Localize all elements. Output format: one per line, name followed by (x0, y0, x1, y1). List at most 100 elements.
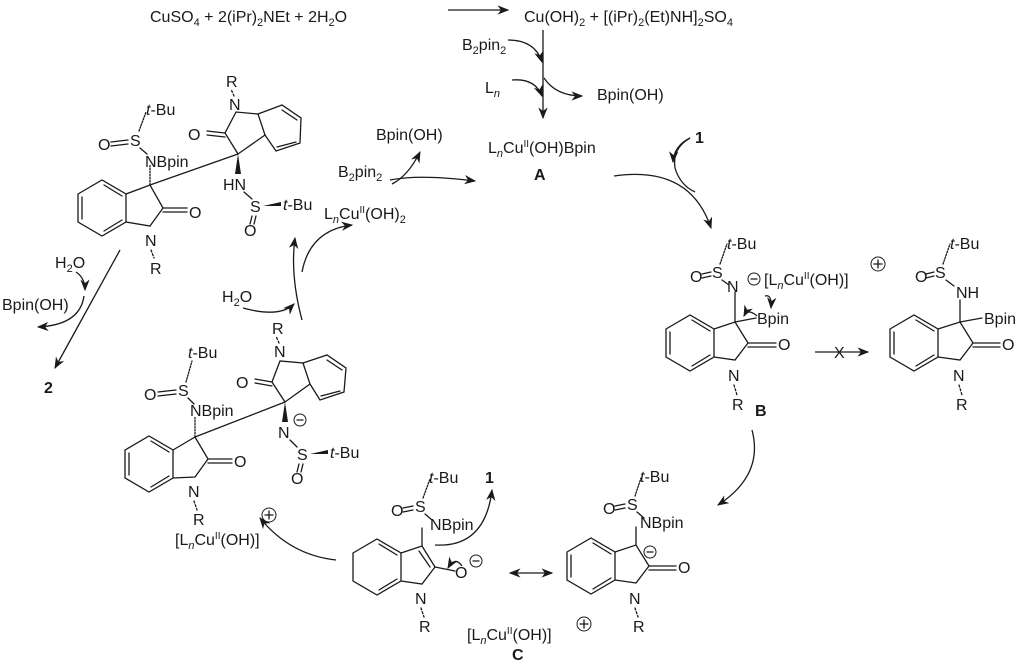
B-sulfur: S (712, 265, 723, 282)
blocked-sulfinyl-O: O (915, 269, 927, 286)
adduct-neutral-R1: R (150, 261, 162, 278)
species-A: LnCuII(OH)Bpin A (488, 139, 596, 184)
B-tBu: t-Bu (727, 236, 756, 253)
C-right-N-R: R (633, 619, 645, 636)
species-C-enolate: O N R NBpin S O t-Bu 1 [LnCuII(OH)] C (352, 470, 592, 660)
adduct-neutral: O N R NBpin S O t-Bu O N R HN S t-Bu O (77, 74, 312, 278)
species-C-label: C (512, 647, 524, 660)
bpinoh-out-arrow (543, 77, 584, 101)
hydrolysis-step: H2O Bpin(OH) 2 (2, 249, 121, 397)
A-to-B-arrow (613, 173, 713, 230)
adduct-neutral-S1: S (130, 133, 141, 150)
adduct-neutral-sulfinyl-O1: O (98, 137, 110, 154)
blocked-ring-N: N (953, 368, 965, 385)
adduct-anion-tBu1: t-Bu (188, 345, 217, 362)
adduct-anion-S1: S (178, 383, 189, 400)
adduct-anion-N3: N (278, 425, 290, 442)
adduct-anion-O1: O (234, 454, 246, 471)
bpinoh-release-arrow (391, 150, 421, 185)
adduct-neutral-NBpin: NBpin (145, 154, 189, 171)
adduct-neutral-tBu2: t-Bu (283, 197, 312, 214)
B-N-R: R (732, 397, 744, 414)
C-left-NBpin: NBpin (430, 517, 474, 534)
species-C-carbanion: O N R NBpin S O t-Bu (566, 469, 690, 636)
C-left-ring-N: N (415, 591, 427, 608)
B-benzene-ring (665, 314, 715, 372)
species-A-formula: LnCuII(OH)Bpin (488, 139, 596, 160)
B-electron-push-arrow-1 (764, 295, 777, 310)
C-to-substrate-arrow (434, 488, 496, 546)
C-left-tBu: t-Bu (429, 470, 458, 487)
adduct-neutral-O2: O (188, 127, 200, 144)
adduct-anion-R1: R (193, 512, 205, 529)
substrate-label-1: 1 (695, 130, 704, 147)
regeneration-step: H2O LnCuII(OH)2 B2pin2 Bpin(OH) (222, 127, 477, 321)
ln-in-arrow (511, 79, 543, 98)
C-right-ring-N: N (629, 591, 641, 608)
blocked-Bpin: Bpin (984, 311, 1016, 328)
regeneration-copper-hydroxide: LnCuII(OH)2 (324, 205, 406, 226)
product-label-2: 2 (44, 380, 53, 397)
substrate-in-arrowhead (668, 137, 691, 164)
hydrolysis-byproduct: Bpin(OH) (2, 297, 69, 314)
B-counterion: [LnCuII(OH)] (764, 271, 849, 292)
adduct-anion-S2: S (297, 447, 308, 464)
step-A-to-B: 1 (613, 130, 713, 230)
adduct-neutral-N2: N (229, 97, 241, 114)
B-lactam-ring (713, 321, 749, 361)
C-right-NBpin: NBpin (640, 515, 684, 532)
C-counterion: [LnCuII(OH)] (467, 626, 552, 647)
adduct-neutral-HN: HN (223, 177, 246, 194)
adduct-anion-N1: N (188, 484, 200, 501)
B-anionic-N: N (727, 279, 739, 296)
B-Bpin: Bpin (757, 311, 789, 328)
activation-reagent-b2pin2: B2pin2 (462, 37, 506, 57)
blocked-tBu: t-Bu (950, 236, 979, 253)
blocked-pathway: X (815, 345, 870, 362)
adduct-anion-R2: R (272, 321, 284, 338)
B-ring-N: N (728, 368, 740, 385)
adduct-neutral-tBu1: t-Bu (146, 102, 175, 119)
header-equation: CuSO4 + 2(iPr)2NEt + 2H2O Cu(OH)2 + [(iP… (150, 5, 733, 29)
adduct-anion-N2: N (274, 344, 286, 361)
hydrolysis-byproduct-out-arrow (36, 295, 85, 332)
C-right-carbonyl-O: O (678, 560, 690, 577)
adduct-anion-counterion: [LnCuII(OH)] (175, 531, 260, 552)
adduct-anion-tBu2: t-Bu (330, 445, 359, 462)
regeneration-b2pin2: B2pin2 (338, 164, 382, 184)
blocked-sulfur: S (935, 265, 946, 282)
activation-reagent-ln: Ln (485, 80, 500, 100)
to-copper-hydroxide-arrow (301, 221, 354, 273)
B-electron-push-arrow-2 (743, 304, 758, 318)
B-carbonyl-O: O (778, 337, 790, 354)
adduct-anion-sulfinyl-O1: O (144, 387, 156, 404)
blocked-NH: NH (956, 285, 979, 302)
C-left-enolate-O: O (455, 565, 467, 582)
b2pin2-in-arrow (507, 39, 544, 64)
adduct-anion: O N R NBpin S O t-Bu O N R N S t-Bu O [L… (124, 321, 359, 552)
hydrolysis-water: H2O (55, 255, 85, 275)
adduct-anion-O2: O (236, 375, 248, 392)
water-in-arrow (242, 303, 295, 315)
activation-byproduct: Bpin(OH) (597, 87, 664, 104)
C-left-sulfinyl-O: O (391, 503, 403, 520)
C-left-N-R: R (419, 619, 431, 636)
species-B-label: B (755, 403, 767, 420)
adduct-anion-sulfinyl-O2: O (291, 471, 303, 488)
activation-step: B2pin2 Ln Bpin(OH) (462, 30, 664, 120)
adduct-neutral-sulfinyl-O2: O (244, 223, 256, 240)
C-right-sulfinyl-O: O (603, 501, 615, 518)
hydrolysis-water-in-arrow (75, 271, 90, 292)
to-product-arrow (54, 249, 121, 370)
C-right-tBu: t-Bu (640, 469, 669, 486)
C-substrate-label-1: 1 (485, 470, 494, 487)
adduct-neutral-S2: S (250, 199, 261, 216)
B-to-enolate-arrow (717, 429, 756, 506)
species-A-label: A (534, 167, 546, 184)
adduct-to-neutral-arrow (288, 236, 303, 321)
to-species-A-arrow (389, 175, 477, 185)
blocked-carbonyl-O: O (1002, 337, 1014, 354)
blocked-N-R: R (956, 397, 968, 414)
C-left-sulfur: S (415, 499, 426, 516)
C-enolate-push-arrow (447, 556, 463, 570)
